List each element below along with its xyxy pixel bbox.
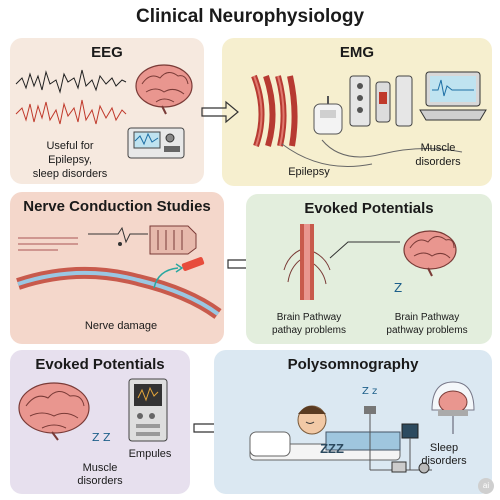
ncs-title: Nerve Conduction Studies (23, 198, 211, 215)
ep-bottom-panel: Evoked Potentials Z Z Muscle disorders E… (10, 350, 190, 494)
ep-bottom-title: Evoked Potentials (35, 356, 165, 373)
brain-in-dome-icon (431, 381, 475, 434)
psg-title: Polysomnography (287, 356, 419, 373)
sleep-z-icon: Z (394, 281, 402, 295)
ep-monitor-icon (128, 378, 168, 442)
sleeping-patient-icon (249, 405, 401, 461)
ep-top-title: Evoked Potentials (304, 200, 434, 217)
brain-icon (403, 230, 457, 277)
psg-label-line2: disorders (421, 455, 467, 467)
page-title: Clinical Neurophysiology (135, 6, 365, 27)
muscle-fibers-icon (251, 74, 298, 147)
brain-icon (18, 382, 90, 441)
ep-top-label-left-line2: pathay problems (272, 325, 346, 336)
svg-text:Z: Z (394, 281, 402, 295)
eeg-note-line3: sleep disorders (32, 168, 108, 180)
eeg-title: EEG (91, 44, 123, 61)
ep-top-label-right-line2: pathway problems (386, 325, 468, 336)
eeg-panel: EEG Useful for Epilepsy, sleep disorders (10, 38, 204, 184)
ep-top-label-left-line1: Brain Pathway (276, 312, 342, 323)
ncs-label: Nerve damage (84, 320, 158, 332)
watermark-icon: ai (478, 478, 494, 494)
svg-text:Z Z: Z Z (92, 431, 111, 444)
ep-bottom-label-muscle-line2: disorders (77, 475, 123, 487)
emg-amplifier-icon (349, 75, 413, 127)
psg-label-line1: Sleep (429, 442, 459, 454)
electrode-probe-icon (313, 96, 343, 135)
ep-bottom-label-empules: Empules (128, 448, 172, 460)
emg-laptop-icon (419, 71, 487, 121)
brain-icon (135, 64, 193, 115)
psg-panel: Polysomnography ZZZ Z z Sleep disorders (214, 350, 492, 494)
pathway-pointer (329, 241, 400, 259)
ep-bottom-label-muscle-line1: Muscle (82, 462, 118, 474)
spinal-pathway-icon (283, 224, 331, 300)
eeg-waveform-black (15, 69, 127, 94)
emg-cables (281, 139, 463, 167)
eeg-machine-icon (127, 127, 185, 159)
eeg-note-line1: Useful for (46, 140, 94, 152)
emg-title: EMG (339, 44, 375, 61)
nerve-fiber-diagram (16, 225, 222, 319)
ep-top-label-right-line1: Brain Pathway (394, 312, 460, 323)
ep-top-panel: Evoked Potentials Z Brain Pathway pathay… (246, 194, 492, 344)
ncs-panel: Nerve Conduction Studies Nerve damage (10, 192, 224, 344)
emg-panel: EMG Epilepsy Muscle disorders (222, 38, 492, 186)
emg-label-right-line2: disorders (415, 156, 461, 168)
emg-label-left: Epilepsy (288, 166, 330, 178)
eeg-note-line2: Epilepsy, (48, 154, 92, 166)
emg-label-right-line1: Muscle (420, 142, 456, 154)
arrow-right-icon (201, 100, 239, 124)
eeg-waveform-red (15, 99, 127, 125)
psg-sensor-equipment-icon: Z z (362, 386, 432, 474)
sleep-z-icon: Z Z (92, 431, 111, 444)
svg-text:Z z: Z z (362, 386, 377, 397)
psg-zzz: ZZZ (320, 441, 344, 456)
